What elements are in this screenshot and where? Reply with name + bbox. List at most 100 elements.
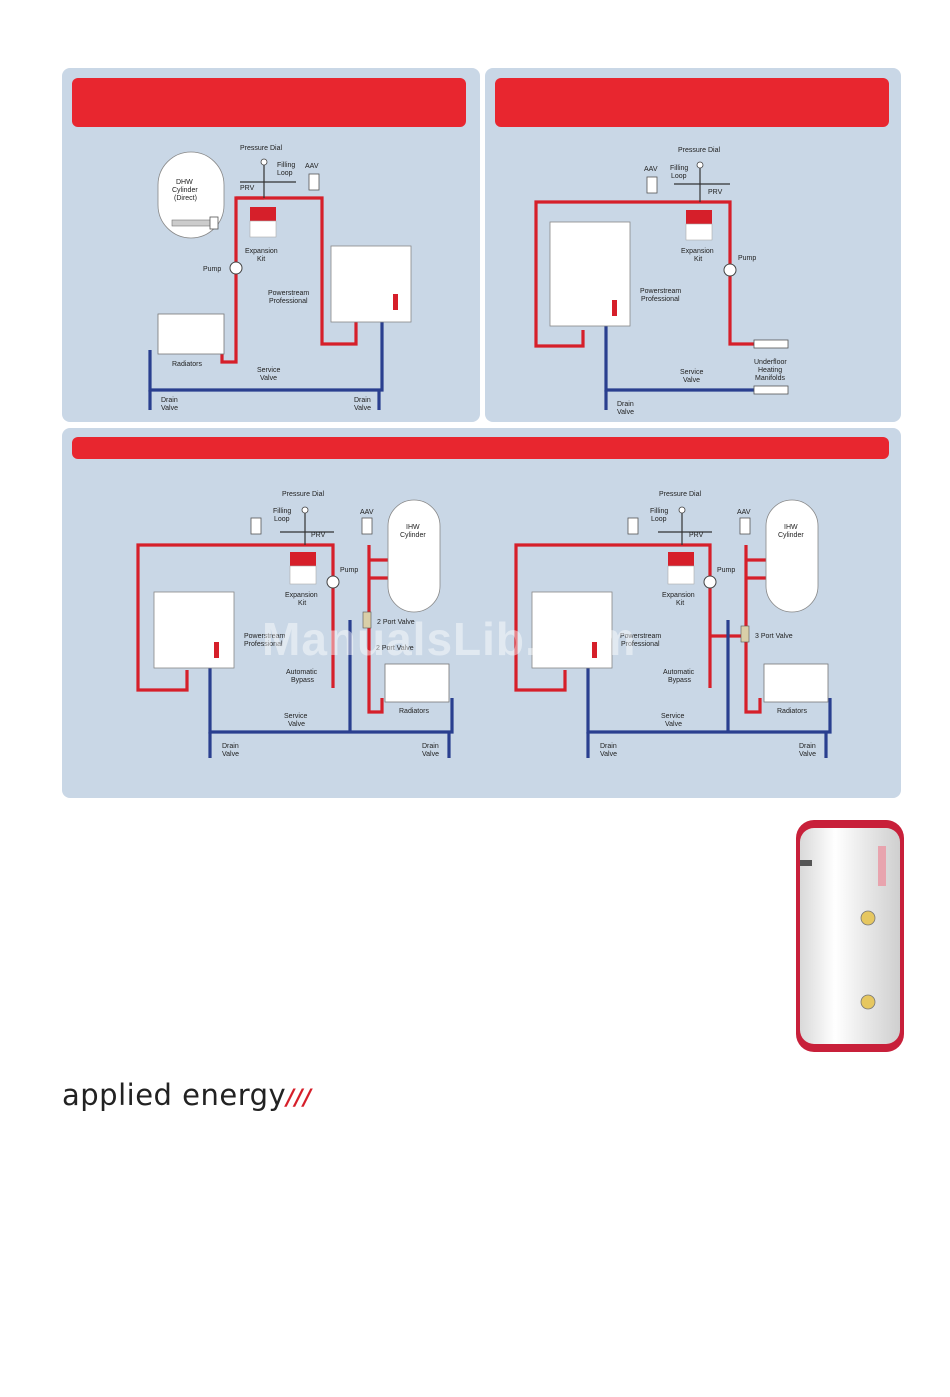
diagram-label: Automatic — [286, 669, 318, 676]
diagram-label: IHW — [406, 524, 420, 531]
diagram-label: Expansion — [285, 592, 318, 599]
flow-pipe — [234, 196, 358, 346]
panel-top-left — [62, 68, 480, 422]
pump-tl — [229, 261, 243, 275]
diagram-label: Valve — [161, 405, 178, 412]
pump-br — [703, 575, 717, 589]
diagram-label: Cylinder — [172, 187, 198, 194]
diagram-label: Drain — [600, 743, 617, 750]
diagram-label: Drain — [799, 743, 816, 750]
diagram-label: Filling — [273, 508, 291, 515]
diagram-label: PRV — [689, 532, 704, 539]
diagram-label: Pressure Dial — [282, 491, 324, 498]
brand-logo: applied energy/// — [62, 1078, 312, 1112]
diagram-label: Professional — [244, 641, 283, 648]
diagram-label: Cylinder — [400, 532, 426, 539]
banner-top-left — [72, 78, 466, 127]
manifold-return — [753, 385, 789, 395]
expansion-kit-bl — [290, 552, 316, 566]
powerstream-unit-br — [531, 591, 613, 669]
diagram-label: Drain — [161, 397, 178, 404]
diagram-label: Automatic — [663, 669, 695, 676]
diagram-label: Professional — [621, 641, 660, 648]
diagram-label: Drain — [354, 397, 371, 404]
diagram-label: DHW — [176, 179, 193, 186]
diagram-label: Service — [661, 713, 684, 720]
diagram-label: Underfloor — [754, 359, 787, 366]
diagram-label: Drain — [617, 401, 634, 408]
diagram-label: AAV — [360, 509, 374, 516]
dhw-cylinder — [157, 151, 225, 239]
flow-pipe-bl — [136, 543, 335, 692]
diagram-label: 2 Port Valve — [376, 645, 414, 652]
diagram-label: Service — [284, 713, 307, 720]
diagram-label: IHW — [784, 524, 798, 531]
diagram-bottom-right: Pressure Dial Filling Loop PRV AAV IHW C… — [514, 491, 832, 758]
diagram-label: AAV — [737, 509, 751, 516]
diagram-label: Radiators — [777, 708, 807, 715]
diagram-label: Valve — [600, 751, 617, 758]
pump-bl — [326, 575, 340, 589]
diagram-label: Kit — [694, 256, 702, 263]
diagram-label: Loop — [671, 173, 687, 180]
lbl-pressure-dial: Pressure Dial — [240, 145, 282, 152]
diagram-label: Powerstream — [620, 633, 661, 640]
diagram-label: Powerstream — [244, 633, 285, 640]
expansion-kit-br — [668, 552, 694, 566]
diagram-label: Pump — [340, 567, 358, 574]
diagram-label: Filling — [277, 162, 295, 169]
powerstream-unit-tr — [549, 221, 631, 327]
diagram-label: Expansion — [681, 248, 714, 255]
diagram-label: AAV — [305, 163, 319, 170]
diagram-label: Professional — [641, 296, 680, 303]
banner-top-right — [495, 78, 889, 127]
diagram-label: Pump — [738, 255, 756, 262]
diagram-top-left: Pressure Dial Filling Loop AAV PRV DHW C… — [148, 145, 412, 412]
return-pipe-br — [586, 668, 832, 734]
diagram-label: Valve — [422, 751, 439, 758]
diagram-label: Valve — [617, 409, 634, 416]
diagram-label: Expansion — [245, 248, 278, 255]
diagram-label: Valve — [288, 721, 305, 728]
diagram-label: Heating — [758, 367, 782, 374]
return-pipe — [148, 322, 384, 392]
aav-tr — [646, 176, 658, 194]
diagram-label: Pump — [717, 567, 735, 574]
ihw-cylinder-bl — [387, 499, 441, 613]
diagram-label: Bypass — [668, 677, 691, 684]
diagram-label: Drain — [222, 743, 239, 750]
immersion-heater — [171, 219, 213, 227]
diagram-label: Powerstream — [640, 288, 681, 295]
brand-name: applied energy — [62, 1078, 287, 1112]
diagram-label: Service — [257, 367, 280, 374]
diagram-label: Pressure Dial — [678, 147, 720, 154]
diagram-label: Filling — [670, 165, 688, 172]
diagram-label: Professional — [269, 298, 308, 305]
powerstream-unit-tl — [330, 245, 412, 323]
radiator-return — [220, 340, 238, 364]
banner-bottom — [72, 437, 889, 459]
radiator-br — [763, 663, 829, 703]
ihw-cylinder-br — [765, 499, 819, 613]
diagram-label: Kit — [257, 256, 265, 263]
expansion-kit-top — [250, 207, 276, 221]
diagram-label: Kit — [298, 600, 306, 607]
diagram-label: Valve — [260, 375, 277, 382]
radiator-tl — [157, 313, 225, 355]
diagram-label: Valve — [683, 377, 700, 384]
diagram-label: Pump — [203, 266, 221, 273]
diagram-label: (Direct) — [174, 195, 197, 202]
diagram-label: Powerstream — [268, 290, 309, 297]
diagram-label: Radiators — [172, 361, 202, 368]
return-pipe-tr — [604, 326, 756, 392]
pump-tr — [723, 263, 737, 277]
diagram-top-right: Pressure Dial AAV Filling Loop PRV Expan… — [534, 147, 789, 416]
port-valve-br — [740, 625, 750, 643]
diagram-label: Expansion — [662, 592, 695, 599]
diagram-label: Valve — [665, 721, 682, 728]
diagram-label: Drain — [422, 743, 439, 750]
diagram-label: PRV — [311, 532, 326, 539]
diagram-label: Loop — [651, 516, 667, 523]
flow-pipe-br — [514, 543, 712, 692]
